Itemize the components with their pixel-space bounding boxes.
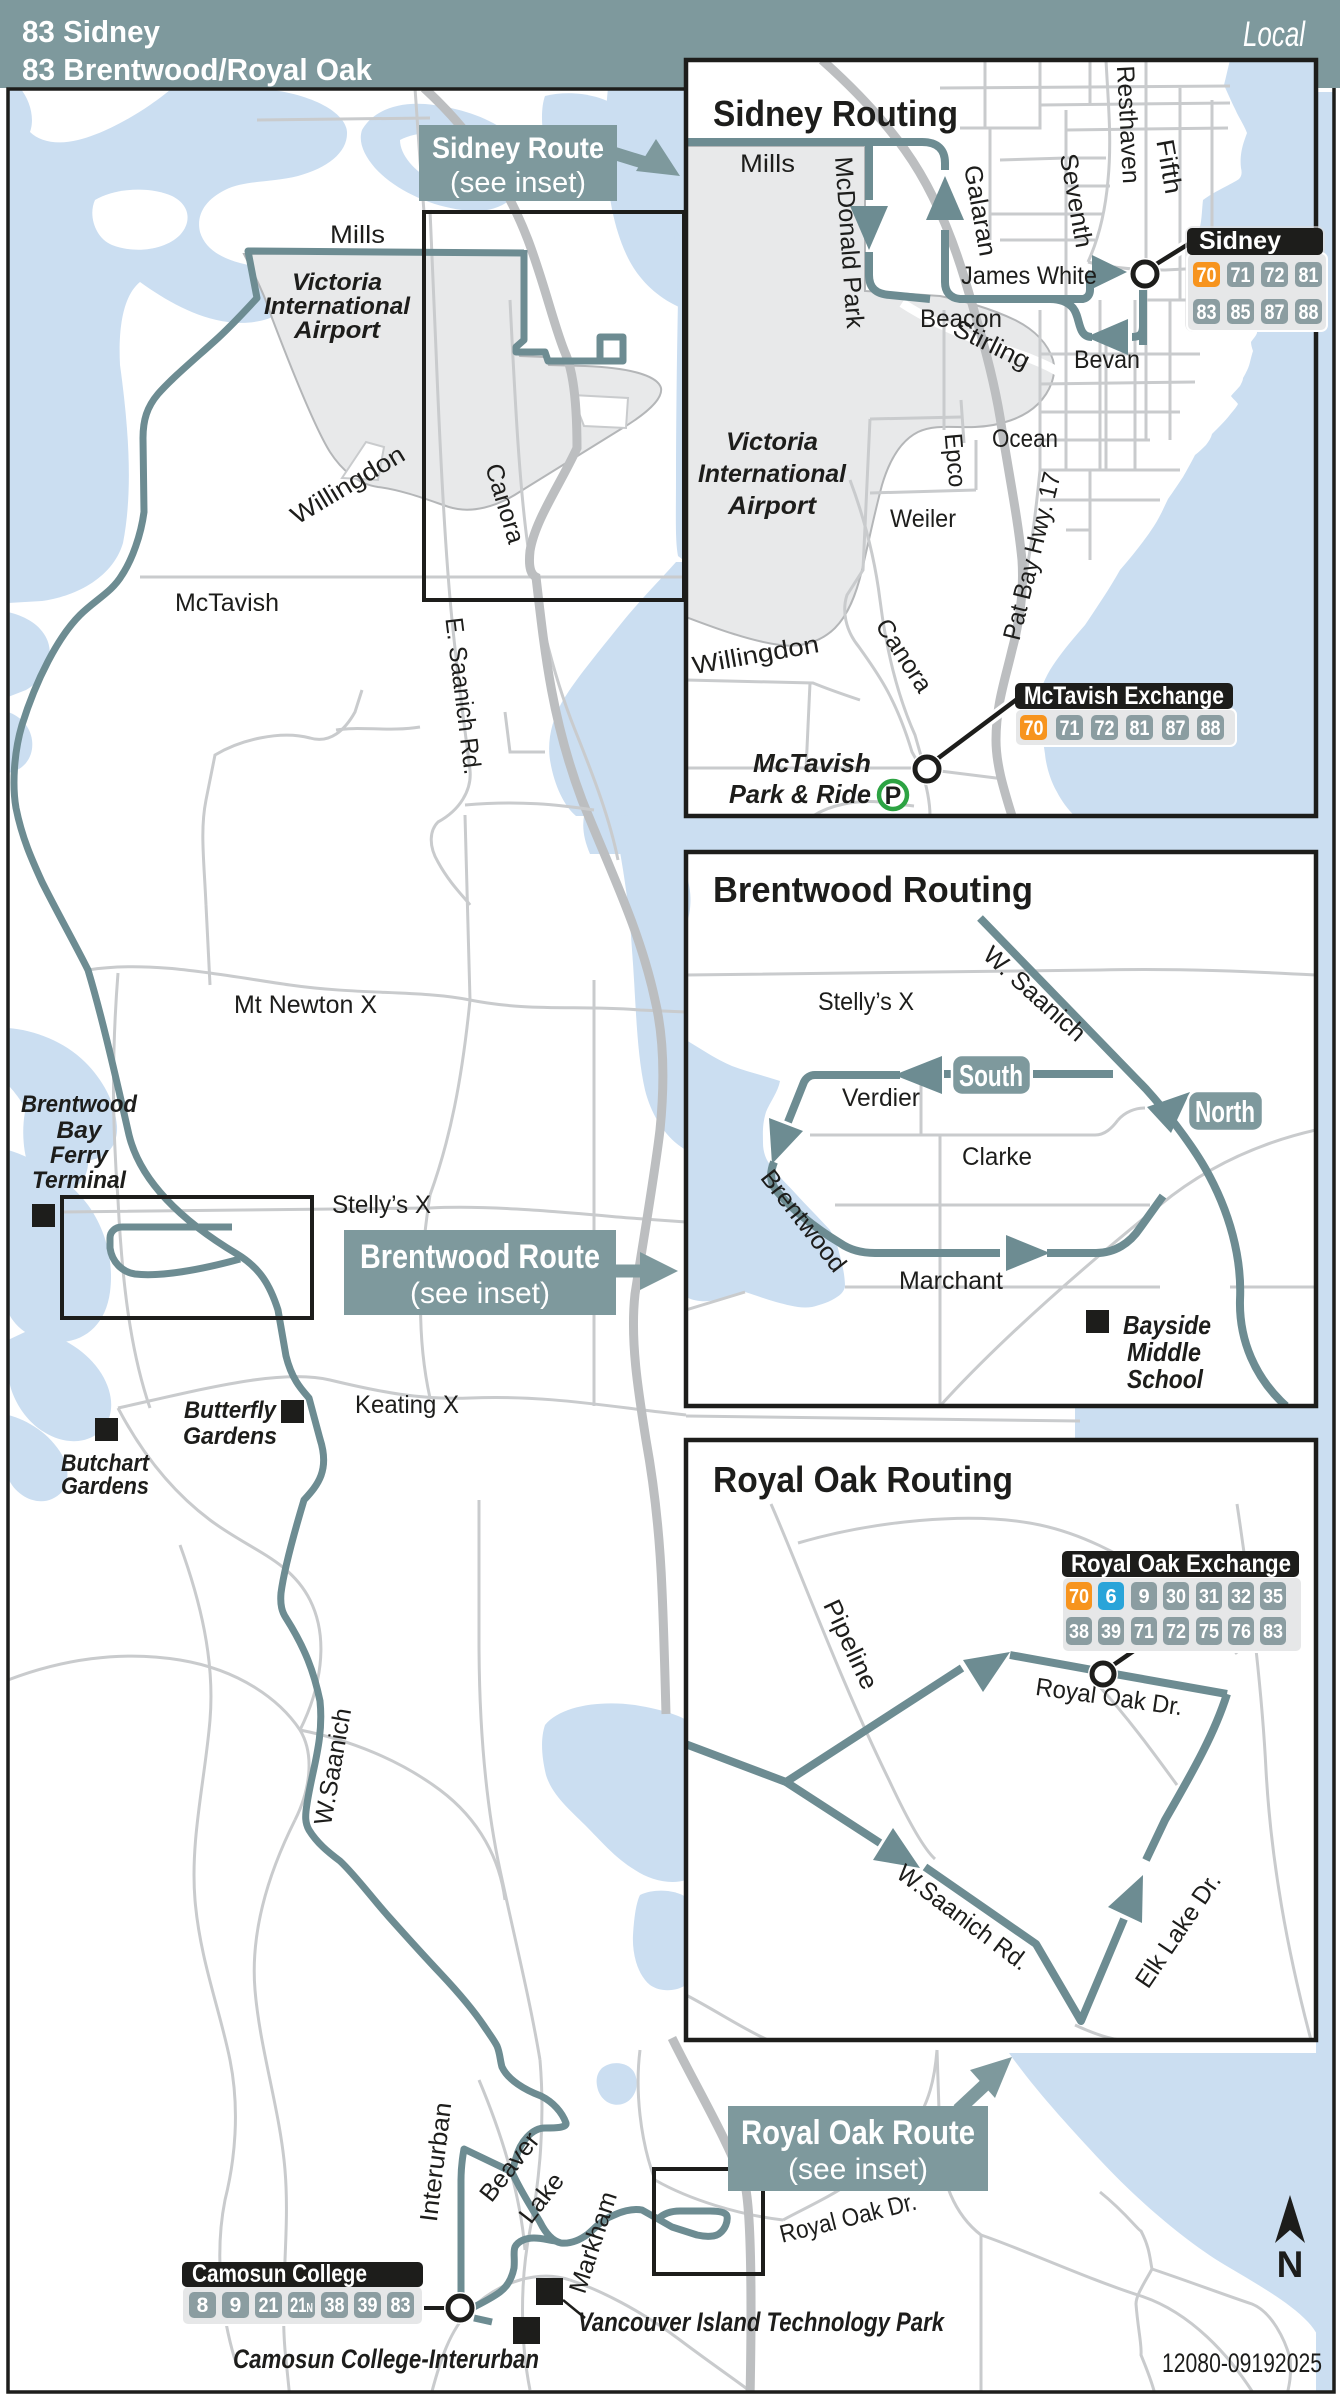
svg-text:Victoria: Victoria	[292, 269, 382, 296]
svg-text:88: 88	[1201, 717, 1221, 740]
svg-text:21: 21	[259, 2294, 279, 2317]
svg-text:Camosun College: Camosun College	[192, 2260, 367, 2288]
svg-text:72: 72	[1166, 1621, 1186, 1643]
svg-text:75: 75	[1199, 1621, 1219, 1643]
svg-text:Bayside: Bayside	[1123, 1310, 1211, 1340]
svg-text:Airport: Airport	[727, 492, 818, 520]
svg-text:9: 9	[1138, 1586, 1149, 1608]
svg-text:72: 72	[1265, 264, 1285, 287]
svg-text:Resthaven: Resthaven	[1111, 65, 1145, 184]
svg-text:Royal Oak Exchange: Royal Oak Exchange	[1071, 1550, 1291, 1578]
svg-text:McTavish Exchange: McTavish Exchange	[1024, 682, 1224, 710]
svg-text:N: N	[1277, 2244, 1304, 2285]
svg-text:Park & Ride: Park & Ride	[729, 779, 871, 809]
svg-text:Bay: Bay	[57, 1117, 104, 1144]
svg-text:Local: Local	[1243, 15, 1306, 54]
svg-text:72: 72	[1095, 717, 1115, 740]
svg-text:70: 70	[1024, 717, 1044, 740]
svg-text:81: 81	[1130, 717, 1150, 740]
svg-text:Vancouver Island Technology Pa: Vancouver Island Technology Park	[578, 2307, 946, 2337]
svg-text:Keating X: Keating X	[355, 1391, 459, 1419]
svg-text:Sidney: Sidney	[1199, 227, 1281, 255]
svg-text:Sidney Routing: Sidney Routing	[713, 93, 958, 134]
svg-text:Royal Oak Routing: Royal Oak Routing	[713, 1459, 1013, 1500]
svg-text:85: 85	[1231, 301, 1251, 324]
svg-text:Bevan: Bevan	[1074, 346, 1140, 374]
svg-text:Mills: Mills	[330, 221, 385, 249]
svg-text:83: 83	[391, 2294, 411, 2317]
svg-text:83 Brentwood/Royal Oak: 83 Brentwood/Royal Oak	[22, 52, 373, 87]
svg-text:Stelly’s X: Stelly’s X	[332, 1191, 431, 1219]
svg-text:Airport: Airport	[293, 317, 381, 344]
svg-text:Epco: Epco	[939, 432, 972, 488]
svg-text:83: 83	[1263, 1621, 1283, 1643]
svg-text:87: 87	[1166, 717, 1186, 740]
svg-text:Middle: Middle	[1127, 1337, 1201, 1367]
svg-text:Verdier: Verdier	[842, 1084, 920, 1112]
svg-text:Victoria: Victoria	[726, 428, 818, 456]
svg-text:88: 88	[1299, 301, 1319, 324]
svg-text:Ocean: Ocean	[992, 425, 1058, 453]
svg-text:(see inset): (see inset)	[410, 1277, 550, 1310]
svg-text:70: 70	[1069, 1586, 1089, 1608]
svg-text:31: 31	[1199, 1586, 1219, 1608]
svg-text:(see inset): (see inset)	[450, 167, 586, 199]
svg-text:9: 9	[230, 2294, 242, 2317]
svg-text:Terminal: Terminal	[32, 1167, 127, 1194]
svg-text:Weiler: Weiler	[890, 505, 956, 533]
svg-text:International: International	[264, 293, 411, 320]
svg-text:8: 8	[197, 2294, 209, 2317]
svg-text:Sidney Route: Sidney Route	[432, 132, 604, 165]
svg-text:Clarke: Clarke	[962, 1143, 1032, 1171]
svg-text:Marchant: Marchant	[899, 1267, 1003, 1295]
svg-text:83: 83	[1197, 301, 1217, 324]
svg-text:76: 76	[1231, 1621, 1251, 1643]
svg-text:School: School	[1127, 1364, 1204, 1394]
svg-text:30: 30	[1166, 1586, 1186, 1608]
svg-text:71: 71	[1060, 717, 1080, 740]
svg-text:87: 87	[1265, 301, 1285, 324]
svg-text:(see inset): (see inset)	[788, 2153, 928, 2186]
svg-text:71: 71	[1134, 1621, 1154, 1643]
svg-text:Butterfly: Butterfly	[184, 1397, 278, 1424]
svg-text:Mills: Mills	[740, 150, 795, 178]
svg-text:North: North	[1195, 1094, 1255, 1129]
svg-text:Brentwood Routing: Brentwood Routing	[713, 869, 1033, 910]
svg-text:Mt Newton X: Mt Newton X	[234, 991, 377, 1019]
svg-text:Butchart: Butchart	[61, 1450, 150, 1477]
svg-text:International: International	[698, 460, 847, 488]
svg-text:James White: James White	[961, 262, 1097, 290]
svg-text:38: 38	[1069, 1621, 1089, 1643]
svg-text:32: 32	[1231, 1586, 1251, 1608]
svg-text:39: 39	[358, 2294, 378, 2317]
svg-text:South: South	[959, 1058, 1023, 1093]
svg-text:Beacon: Beacon	[920, 305, 1002, 333]
svg-text:P: P	[885, 782, 902, 810]
svg-text:Camosun College-Interurban: Camosun College-Interurban	[233, 2344, 539, 2374]
svg-text:81: 81	[1299, 264, 1319, 287]
svg-text:71: 71	[1231, 264, 1251, 287]
svg-text:70: 70	[1197, 264, 1217, 287]
svg-text:Gardens: Gardens	[183, 1423, 277, 1450]
svg-text:21N: 21N	[290, 2294, 313, 2317]
svg-text:12080-09192025: 12080-09192025	[1162, 2348, 1322, 2378]
svg-text:Stelly’s X: Stelly’s X	[818, 988, 914, 1016]
svg-text:Brentwood: Brentwood	[21, 1091, 138, 1118]
svg-text:McTavish: McTavish	[753, 748, 871, 778]
svg-text:Brentwood Route: Brentwood Route	[360, 1238, 600, 1276]
svg-text:6: 6	[1105, 1586, 1116, 1608]
svg-text:38: 38	[325, 2294, 345, 2317]
svg-text:Ferry: Ferry	[50, 1142, 110, 1169]
svg-text:Gardens: Gardens	[61, 1473, 149, 1500]
svg-text:39: 39	[1101, 1621, 1121, 1643]
svg-text:McTavish: McTavish	[175, 589, 279, 617]
svg-text:35: 35	[1263, 1586, 1283, 1608]
svg-text:83 Sidney: 83 Sidney	[22, 14, 161, 49]
svg-text:Royal Oak Route: Royal Oak Route	[741, 2114, 975, 2152]
